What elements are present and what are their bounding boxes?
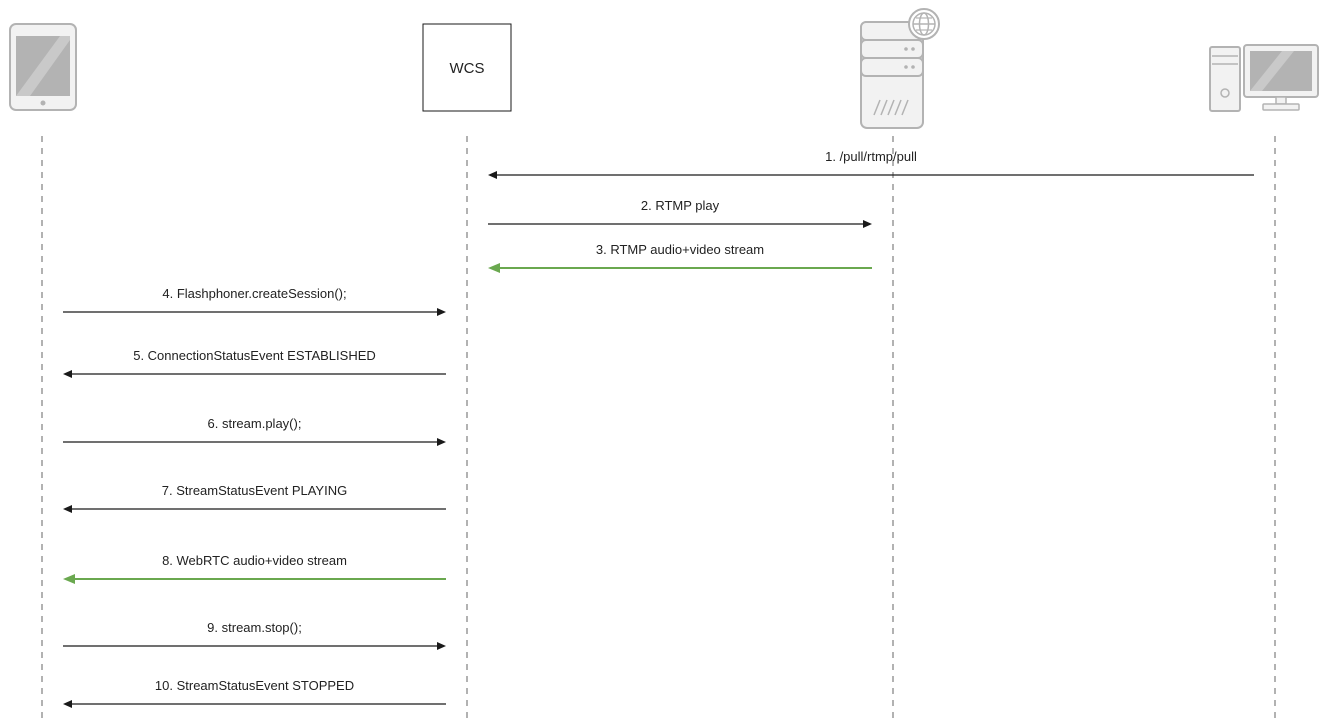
tablet-icon [9,23,77,111]
message-6: 6. stream.play(); [63,416,446,446]
message-2: 2. RTMP play [488,198,872,228]
message-label: 6. stream.play(); [208,416,302,431]
message-arrowhead [437,438,446,446]
message-9: 9. stream.stop(); [63,620,446,650]
message-label: 10. StreamStatusEvent STOPPED [155,678,354,693]
message-label: 7. StreamStatusEvent PLAYING [162,483,347,498]
message-label: 4. Flashphoner.createSession(); [162,286,346,301]
messages-layer: 1. /pull/rtmp/pull 2. RTMP play 3. RTMP au… [63,149,1254,708]
message-arrowhead [63,370,72,378]
message-arrowhead [488,263,500,273]
globe-icon [908,8,940,40]
message-label: 3. RTMP audio+video stream [596,242,764,257]
message-label: 8. WebRTC audio+video stream [162,553,347,568]
message-1: 1. /pull/rtmp/pull [488,149,1254,179]
message-arrowhead [488,171,497,179]
message-8: 8. WebRTC audio+video stream [63,553,446,584]
message-7: 7. StreamStatusEvent PLAYING [63,483,446,513]
message-arrowhead [63,700,72,708]
message-3: 3. RTMP audio+video stream [488,242,872,273]
message-4: 4. Flashphoner.createSession(); [63,286,446,316]
wcs-label: WCS [450,60,485,77]
wcs-node: WCS [422,23,512,112]
message-10: 10. StreamStatusEvent STOPPED [63,678,446,708]
message-label: 2. RTMP play [641,198,720,213]
message-5: 5. ConnectionStatusEvent ESTABLISHED [63,348,446,378]
message-arrowhead [437,642,446,650]
message-arrowhead [63,505,72,513]
message-arrowhead [863,220,872,228]
message-label: 9. stream.stop(); [207,620,302,635]
message-label: 1. /pull/rtmp/pull [825,149,917,164]
message-label: 5. ConnectionStatusEvent ESTABLISHED [133,348,376,363]
web-server-icon [860,8,940,129]
message-arrowhead [437,308,446,316]
message-arrowhead [63,574,75,584]
desktop-computer-icon [1209,44,1319,112]
